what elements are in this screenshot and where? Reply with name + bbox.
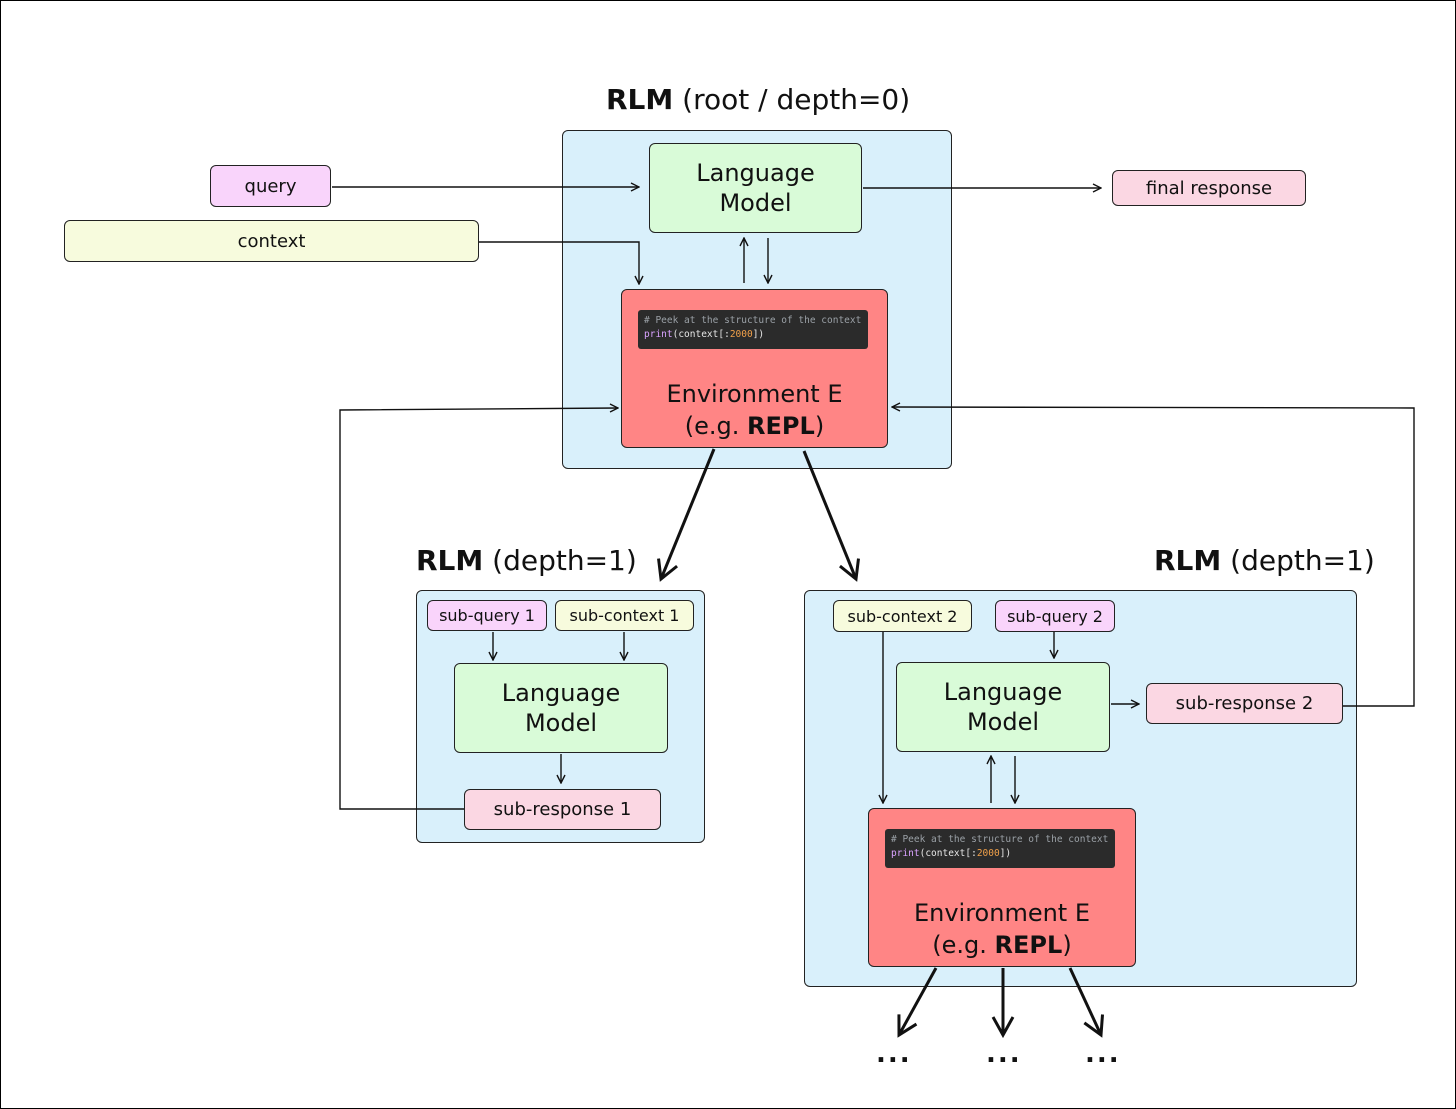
root-lm-label-2: Model <box>719 189 792 217</box>
child1-rlm-title: RLM (depth=1) <box>416 544 637 577</box>
arrow-env2-spawn-1 <box>897 967 938 1038</box>
context-box: context <box>64 220 479 262</box>
root-lm-label-1: Language <box>696 159 815 187</box>
child2-environment: # Peek at the structure of the context p… <box>868 808 1136 967</box>
arrow-env2-spawn-3 <box>1068 967 1105 1038</box>
ellipsis-3: ... <box>1085 1039 1121 1069</box>
root-code-line: print(context[:2000]) <box>644 329 765 340</box>
sub-response-1-box: sub-response 1 <box>464 789 661 830</box>
ellipsis-2: ... <box>986 1039 1022 1069</box>
sub-context-2-box: sub-context 2 <box>833 600 972 632</box>
sub-response-2-box: sub-response 2 <box>1146 683 1343 724</box>
child2-language-model: Language Model <box>896 662 1110 752</box>
root-environment: # Peek at the structure of the context p… <box>621 289 888 448</box>
child1-language-model: Language Model <box>454 663 668 753</box>
child2-code-snippet: # Peek at the structure of the context p… <box>885 829 1115 868</box>
arrow-subresponse1-to-env <box>339 408 618 810</box>
arrow-subresponse2-to-env <box>892 407 1415 707</box>
query-box: query <box>210 165 331 207</box>
root-language-model: Language Model <box>649 143 862 233</box>
sub-query-1-box: sub-query 1 <box>427 600 547 631</box>
final-response-box: final response <box>1112 170 1306 206</box>
sub-context-1-box: sub-context 1 <box>555 600 694 631</box>
sub-query-2-box: sub-query 2 <box>995 600 1115 632</box>
root-rlm-title: RLM (root / depth=0) <box>606 83 911 116</box>
root-code-snippet: # Peek at the structure of the context p… <box>638 310 868 349</box>
root-environment-label: Environment E (e.g. REPL) <box>666 380 843 440</box>
child2-environment-label: Environment E (e.g. REPL) <box>913 899 1091 959</box>
arrow-context-to-env <box>479 241 639 284</box>
root-code-comment: # Peek at the structure of the context <box>644 315 862 326</box>
arrow-root-to-child2 <box>802 450 860 582</box>
arrow-root-to-child1 <box>657 448 716 582</box>
child2-rlm-title: RLM (depth=1) <box>1154 544 1375 577</box>
ellipsis-1: ... <box>876 1039 912 1069</box>
